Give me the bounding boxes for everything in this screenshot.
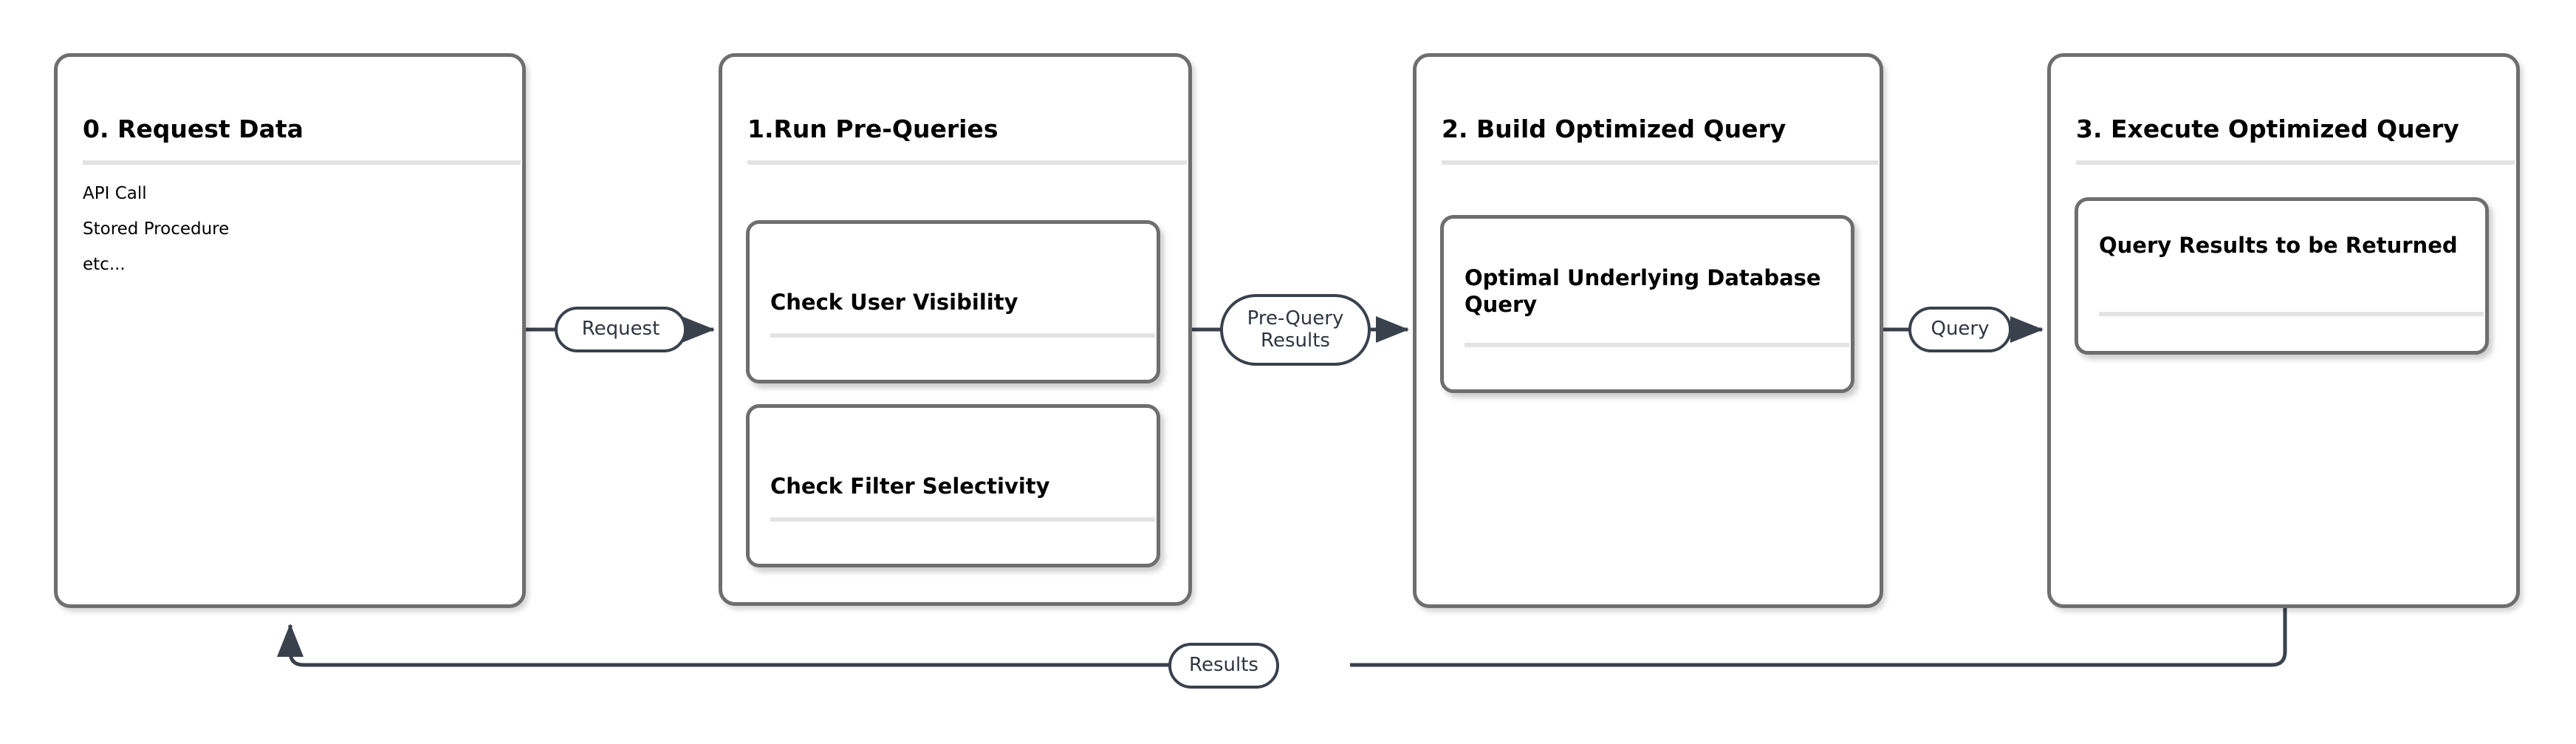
stage-title: 0. Request Data: [83, 115, 304, 143]
edge-label-pre-query-results[interactable]: Pre-Query Results: [1220, 294, 1371, 366]
list-item: etc...: [83, 255, 126, 274]
card-check-filter-selectivity[interactable]: Check Filter Selectivity: [746, 404, 1160, 567]
stage-box-request-data[interactable]: 0. Request Data API Call Stored Procedur…: [54, 53, 526, 608]
edge-label-request[interactable]: Request: [555, 307, 687, 352]
stage-box-execute-optimized-query[interactable]: 3. Execute Optimized Query Query Results…: [2047, 53, 2520, 608]
list-item: Stored Procedure: [83, 219, 230, 239]
stage-header-divider: [2076, 160, 2515, 165]
card-divider: [770, 517, 1155, 522]
list-item: API Call: [83, 184, 147, 203]
stage-header-divider: [747, 160, 1187, 165]
stage-box-build-optimized-query[interactable]: 2. Build Optimized Query Optimal Underly…: [1413, 53, 1883, 608]
card-title: Check Filter Selectivity: [770, 474, 1050, 499]
card-divider: [2099, 312, 2484, 316]
card-optimal-underlying-database-query[interactable]: Optimal Underlying Database Query: [1440, 215, 1854, 393]
card-query-results-to-be-returned[interactable]: Query Results to be Returned: [2075, 197, 2489, 355]
stage-box-run-pre-queries[interactable]: 1.Run Pre-Queries Check User Visibility …: [719, 53, 1192, 606]
stage-title: 2. Build Optimized Query: [1442, 115, 1787, 143]
edge-label-query[interactable]: Query: [1908, 307, 2012, 352]
stage-header-divider: [83, 160, 521, 165]
connector-results-return-right: [1350, 608, 2287, 667]
edge-label-results[interactable]: Results: [1168, 643, 1279, 689]
card-divider: [1465, 343, 1849, 347]
stage-header-divider: [1442, 160, 1878, 165]
card-title: Optimal Underlying Database Query: [1465, 265, 1821, 318]
stage-body-list: API Call Stored Procedure etc...: [83, 184, 507, 290]
stage-title: 3. Execute Optimized Query: [2076, 115, 2459, 143]
connector-results-return-left: [277, 624, 1171, 667]
card-title: Check User Visibility: [770, 290, 1018, 315]
card-title: Query Results to be Returned: [2099, 233, 2458, 258]
card-divider: [770, 333, 1155, 338]
stage-title: 1.Run Pre-Queries: [747, 115, 998, 143]
card-check-user-visibility[interactable]: Check User Visibility: [746, 220, 1160, 383]
